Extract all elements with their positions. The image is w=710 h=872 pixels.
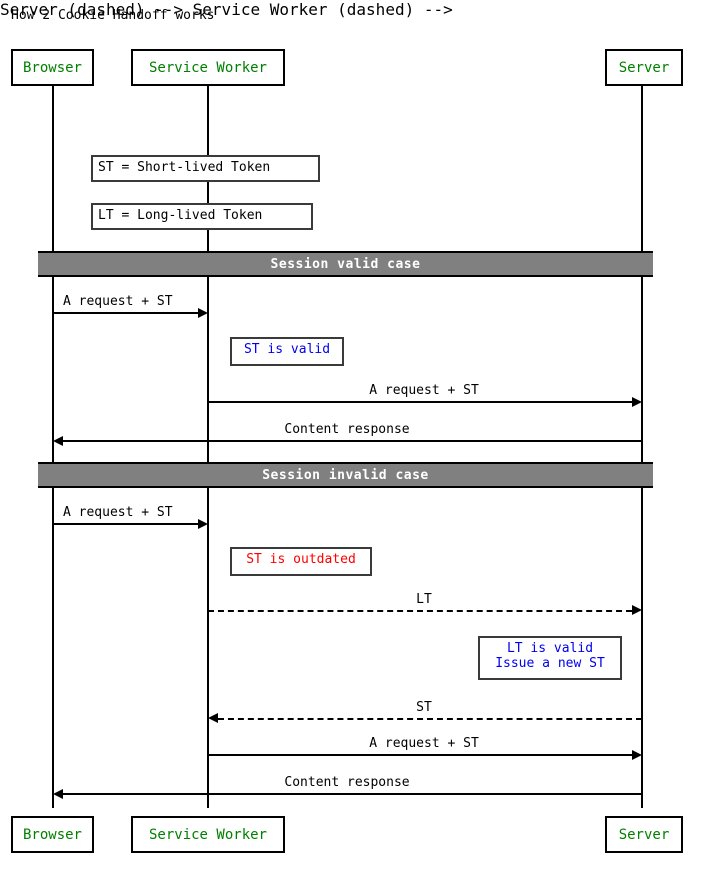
message-line-i5 (63, 793, 643, 795)
arrow-head-i4 (632, 750, 642, 760)
page-title: How 2 Cookie Handoff works (11, 8, 215, 23)
message-label-v2: A request + ST (369, 383, 479, 398)
note-short-lived-token: ST = Short-lived Token (91, 155, 320, 182)
message-line-v1 (53, 312, 198, 314)
group-band-session-invalid: Session invalid case (38, 462, 653, 488)
lifeline-service-worker (207, 86, 209, 808)
lifeline-server (641, 86, 643, 808)
participant-server-top[interactable]: Server (605, 49, 683, 86)
participant-label: Service Worker (148, 826, 267, 843)
participant-server-bottom[interactable]: Server (605, 816, 683, 853)
note-long-lived-token: LT = Long-lived Token (91, 203, 313, 230)
note-st-is-outdated: ST is outdated (230, 547, 372, 576)
arrow-head-i1 (198, 519, 208, 529)
participant-label: Server (618, 826, 670, 843)
group-band-session-valid: Session valid case (38, 251, 653, 277)
message-line-v2 (208, 401, 632, 403)
participant-service-worker-bottom[interactable]: Service Worker (131, 816, 285, 853)
participant-label: Service Worker (148, 59, 267, 76)
message-label-i3: ST (416, 700, 432, 715)
message-label-i2: LT (416, 592, 432, 607)
lifeline-browser (52, 86, 54, 808)
arrow-head-v3 (53, 436, 63, 446)
note-st-is-valid: ST is valid (230, 337, 344, 366)
note-lt-is-valid: LT is valid Issue a new ST (478, 636, 622, 680)
participant-label: Browser (22, 59, 82, 76)
arrow-head-i5 (53, 789, 63, 799)
message-line-i4 (208, 754, 632, 756)
participant-label: Server (618, 59, 670, 76)
message-label-v3: Content response (284, 422, 410, 437)
participant-browser-bottom[interactable]: Browser (11, 816, 94, 853)
message-line-i3 (218, 718, 642, 720)
message-label-i5: Content response (284, 775, 410, 790)
note-line-2: Issue a new ST (495, 656, 605, 671)
message-label-v1: A request + ST (63, 294, 173, 309)
arrow-head-i2 (632, 605, 642, 615)
message-line-i1 (53, 523, 198, 525)
participant-label: Browser (22, 826, 82, 843)
note-line-1: LT is valid (506, 641, 594, 656)
arrow-head-i3 (208, 713, 218, 723)
participant-service-worker-top[interactable]: Service Worker (131, 49, 285, 86)
arrow-head-v2 (632, 397, 642, 407)
message-label-i1: A request + ST (63, 505, 173, 520)
participant-browser-top[interactable]: Browser (11, 49, 94, 86)
message-line-i2 (208, 610, 632, 612)
message-line-v3 (63, 440, 643, 442)
message-label-i4: A request + ST (369, 736, 479, 751)
arrow-head-v1 (198, 308, 208, 318)
